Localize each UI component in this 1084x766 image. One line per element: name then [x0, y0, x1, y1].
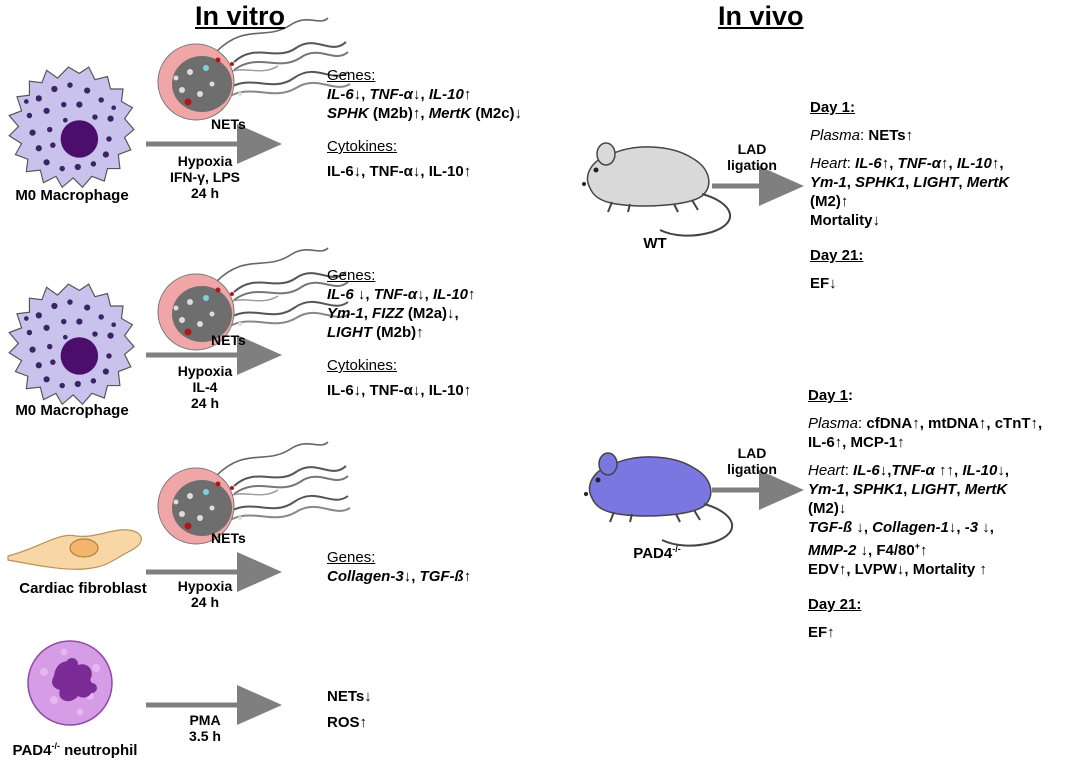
neutrophil-icon: [27, 640, 113, 726]
nets-label: NETs: [211, 530, 246, 546]
nets-label: NETs: [211, 332, 246, 348]
mouse-icon: [581, 142, 732, 237]
results-block: Genes: IL-6 ↓, TNF-α↓, IL-10↑ Ym-1, FIZZ…: [327, 267, 476, 399]
macrophage-icon: [8, 66, 135, 188]
neutrophil-net-icon: [157, 17, 351, 121]
neutrophil-net-icon: [157, 247, 351, 351]
mouse-icon: [583, 452, 734, 547]
fibroblast-icon: [7, 529, 142, 570]
macrophage-icon: [8, 283, 135, 405]
cell-label: PAD4-/- neutrophil: [12, 741, 138, 759]
mouse-label: PAD4-/-: [633, 544, 681, 562]
results-block: Genes: Collagen-3↓, TGF-ß↑: [327, 549, 472, 585]
results-block: Genes: IL-6↓, TNF-α↓, IL-10↑ SPHK (M2b)↑…: [327, 67, 523, 180]
results-block: NETs↓ ROS↑: [327, 688, 372, 731]
cell-label: M0 Macrophage: [15, 402, 129, 419]
in-vitro-header: In vitro: [195, 1, 286, 31]
nets-label: NETs: [211, 116, 246, 132]
mouse-label: WT: [643, 235, 667, 252]
cell-label: M0 Macrophage: [15, 187, 129, 204]
pad-results: Day 1: Plasma: cfDNA↑, mtDNA↑, cTnT↑, IL…: [808, 387, 1043, 641]
cell-label: Cardiac fibroblast: [19, 580, 147, 597]
wt-results: Day 1: Plasma: NETs↑ Heart: IL-6↑, TNF-α…: [810, 99, 1010, 292]
neutrophil-net-icon: [157, 441, 351, 545]
in-vivo-header: In vivo: [718, 1, 804, 31]
